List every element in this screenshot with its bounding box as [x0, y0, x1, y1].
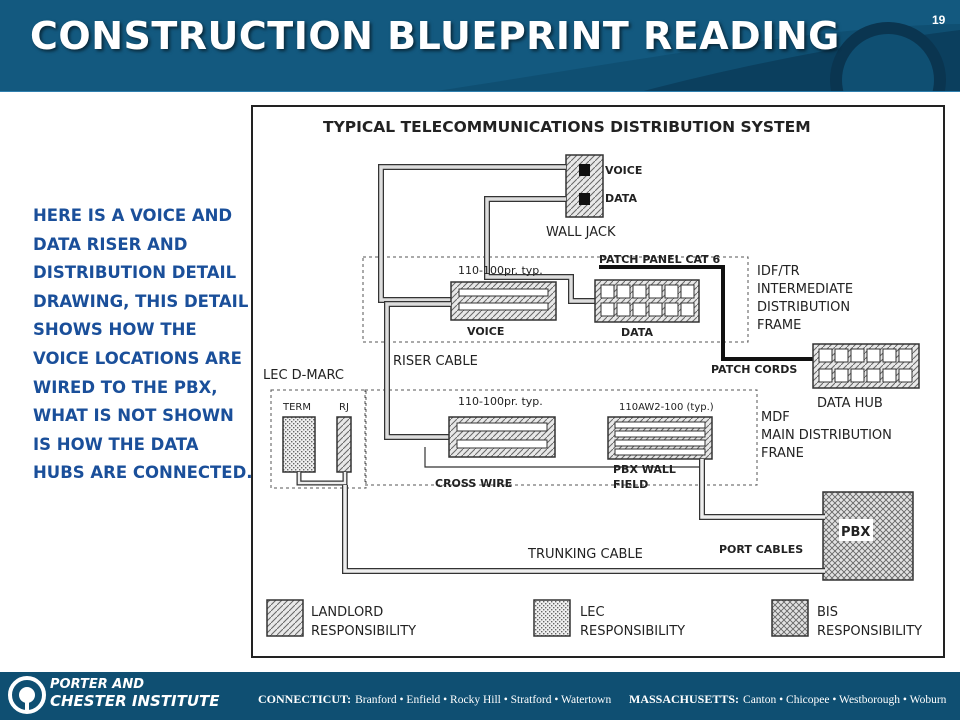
legend-bis-line1: BIS — [817, 605, 838, 620]
data-hub-label: DATA HUB — [817, 396, 883, 411]
pbx-label: PBX — [841, 525, 870, 540]
legend-lec-line2: RESPONSIBILITY — [580, 624, 685, 639]
riser-cable-label: RISER CABLE — [393, 354, 478, 369]
idf-block-label: 110-100pr. typ. — [458, 264, 543, 277]
mdf-field-label: 110AW2-100 (typ.) — [619, 402, 714, 413]
logo-line-1: PORTER AND — [50, 677, 145, 692]
mdf-boundary — [364, 389, 758, 486]
rj-block — [336, 416, 352, 473]
wall-jack-data-label: DATA — [605, 192, 637, 205]
port-cables-label: PORT CABLES — [719, 543, 803, 556]
mdf-name-3: FRANE — [761, 446, 804, 461]
patch-panel-ports — [600, 284, 695, 317]
voice-horizontal-cable — [378, 164, 566, 303]
legend-bis-line2: RESPONSIBILITY — [817, 624, 922, 639]
riser-cable — [384, 301, 451, 440]
lec-dmarc-label: LEC D-MARC — [263, 368, 344, 383]
logo-line-2: CHESTER INSTITUTE — [50, 692, 220, 710]
slide-number: 19 — [932, 13, 946, 27]
idf-name-2: INTERMEDIATE — [757, 282, 853, 297]
massachusetts-label: MASSACHUSETTS: — [629, 692, 740, 706]
trunking-cable-label: TRUNKING CABLE — [527, 547, 643, 562]
legend-bis-swatch — [771, 599, 809, 637]
legend-landlord-swatch — [266, 599, 304, 637]
idf-name-1: IDF/TR — [757, 264, 800, 279]
term-block — [282, 416, 316, 473]
patch-panel-data-label: DATA — [621, 326, 653, 339]
distribution-diagram: TYPICAL TELECOMMUNICATIONS DISTRIBUTION … — [251, 105, 945, 658]
connecticut-label: CONNECTICUT: — [258, 692, 352, 706]
cross-wire-label: CROSS WIRE — [435, 477, 512, 490]
mdf-name-2: MAIN DISTRIBUTION — [761, 428, 892, 443]
legend-landlord-line2: RESPONSIBILITY — [311, 624, 416, 639]
lec-dmarc-boundary — [270, 389, 367, 489]
patch-panel-label: PATCH PANEL CAT 6 — [599, 253, 721, 266]
mdf-name-1: MDF — [761, 410, 790, 425]
porter-chester-logo-icon — [8, 676, 46, 714]
connecticut-towns: Branford • Enfield • Rocky Hill • Stratf… — [355, 694, 612, 706]
legend-lec-line1: LEC — [580, 605, 605, 620]
connecticut-locations: CONNECTICUT:Branford • Enfield • Rocky H… — [258, 692, 611, 707]
patch-cords-line — [599, 265, 819, 361]
rj-label: RJ — [339, 402, 349, 413]
idf-name-4: FRAME — [757, 318, 801, 333]
idf-voice-block — [450, 281, 557, 321]
pbx-wall-label-2: FIELD — [613, 478, 648, 491]
idf-boundary — [362, 256, 749, 343]
massachusetts-locations: MASSACHUSETTS:Canton • Chicopee • Westbo… — [629, 692, 946, 707]
dmarc-connector — [296, 472, 348, 486]
voice-port-icon — [579, 164, 590, 176]
header-banner — [0, 0, 960, 138]
patch-cords-label: PATCH CORDS — [711, 363, 797, 376]
pbx-wall-label-1: PBX WALL — [613, 463, 676, 476]
description-text: HERE IS A VOICE AND DATA RISER AND DISTR… — [33, 206, 253, 483]
idf-voice-label: VOICE — [467, 325, 504, 338]
legend-lec-swatch — [533, 599, 571, 637]
data-hub-ports — [818, 348, 913, 383]
massachusetts-towns: Canton • Chicopee • Westborough • Woburn — [743, 694, 947, 706]
legend-landlord-line1: LANDLORD — [311, 605, 383, 620]
slide-title: CONSTRUCTION BLUEPRINT READING — [30, 14, 840, 58]
data-port-icon — [579, 193, 590, 205]
term-label: TERM — [282, 402, 311, 413]
footer-bar — [0, 672, 960, 720]
wall-jack-label: WALL JACK — [546, 225, 616, 240]
mdf-block-label: 110-100pr. typ. — [458, 395, 543, 408]
port-cables — [699, 459, 825, 520]
diagram-title: TYPICAL TELECOMMUNICATIONS DISTRIBUTION … — [323, 118, 811, 136]
wall-jack-voice-label: VOICE — [605, 164, 642, 177]
idf-name-3: DISTRIBUTION — [757, 300, 850, 315]
